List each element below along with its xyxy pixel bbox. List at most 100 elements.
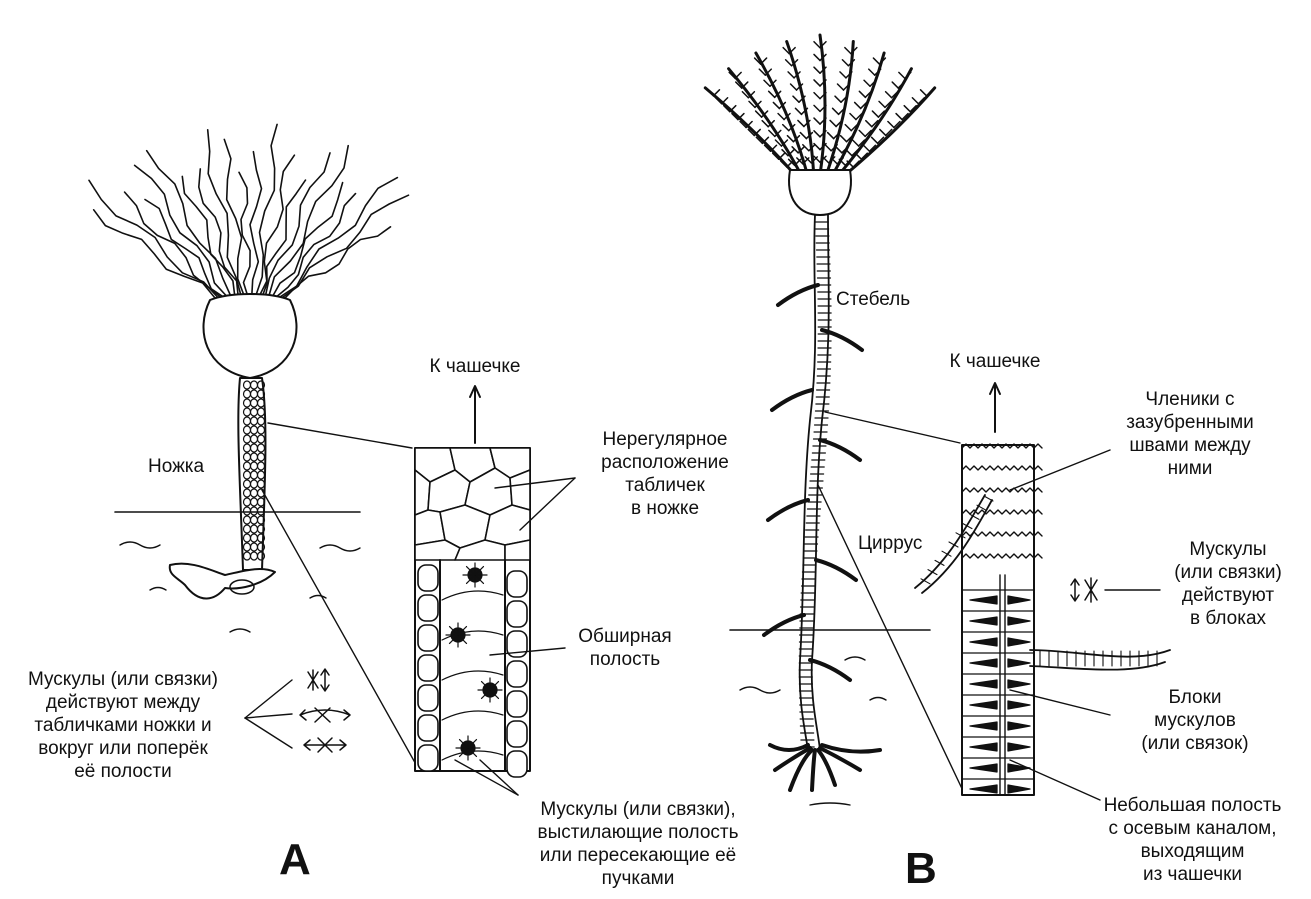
pinnule — [773, 102, 779, 108]
pinnule — [814, 144, 820, 150]
side-plate — [507, 571, 527, 597]
pinnule — [855, 153, 861, 159]
pinnule — [912, 98, 918, 104]
root — [812, 750, 815, 790]
pinnule — [798, 120, 804, 126]
muscles-blocks-label: Мускулы (или связки) действуют в блоках — [1148, 538, 1308, 630]
arm — [826, 42, 853, 176]
to-calyx-label-a: К чашечке — [405, 355, 545, 378]
stem-label-b: Стебель — [836, 288, 910, 311]
pinnule — [837, 84, 843, 90]
pinnule — [814, 118, 820, 124]
side-plate — [507, 691, 527, 717]
side-plate — [507, 601, 527, 627]
pinnule — [836, 147, 842, 153]
muscle-symbols-b — [1071, 578, 1097, 602]
pinnule — [783, 125, 789, 131]
side-plate — [507, 661, 527, 687]
segments-label: Членики с зазубренными швами между ними — [1100, 388, 1280, 480]
side-plate — [418, 595, 438, 621]
cirrus — [768, 500, 808, 520]
side-plate — [418, 715, 438, 741]
tentacles-a — [89, 124, 409, 298]
irregular-plates-label: Нерегулярное расположение табличек в нож… — [575, 428, 755, 520]
detail-cirrus-lower-b — [1030, 650, 1170, 670]
pinnule — [795, 108, 801, 114]
pinnule — [845, 48, 851, 54]
pinnule — [866, 121, 872, 127]
muscle-blocks-label: Блоки мускулов (или связок) — [1115, 686, 1275, 755]
root — [770, 745, 808, 750]
pinnule — [814, 131, 820, 137]
side-plate — [418, 625, 438, 651]
pinnule — [846, 150, 852, 156]
arrow-to-calyx-b — [990, 383, 1000, 432]
pinnule — [814, 54, 820, 60]
pinnule — [788, 72, 794, 78]
pinnule — [873, 58, 879, 64]
pinnule — [850, 114, 856, 120]
muscles-lining-label: Мускулы (или связки), выстилающие полост… — [508, 798, 768, 890]
pinnule — [764, 80, 770, 86]
pinnule — [896, 114, 902, 120]
tentacle — [278, 178, 397, 298]
arrow-to-calyx-a — [470, 386, 480, 443]
pinnule — [886, 92, 892, 98]
calyx-b — [789, 170, 851, 215]
pinnule — [830, 120, 836, 126]
pinnule — [793, 96, 799, 102]
pinnule — [853, 140, 859, 146]
pinnule — [842, 60, 848, 66]
calyx-a — [203, 294, 296, 378]
pinnule — [840, 72, 846, 78]
root — [822, 745, 880, 752]
pinnule — [888, 121, 894, 127]
pinnule — [828, 133, 834, 139]
pinnule — [880, 129, 886, 135]
stalk-label-a: Ножка — [148, 455, 204, 478]
cirrus — [820, 440, 860, 460]
pinnule — [845, 125, 851, 131]
organism-b — [705, 35, 934, 790]
zoom-line-a-bottom — [262, 490, 418, 768]
pinnule — [879, 101, 885, 107]
cirrus — [772, 390, 812, 410]
pinnule — [769, 91, 775, 97]
cirrus — [816, 560, 856, 580]
pinnule — [814, 67, 820, 73]
roots-b — [770, 745, 880, 790]
pinnule — [825, 145, 831, 151]
pinnule — [791, 84, 797, 90]
pinnule — [863, 145, 869, 151]
muscles-between-label: Мускулы (или связки) действуют между таб… — [2, 668, 244, 783]
pinnule — [823, 157, 829, 163]
tentacle — [268, 146, 348, 298]
panel-letter-a: A — [279, 836, 311, 884]
pinnule — [872, 111, 878, 117]
pinnule — [833, 108, 839, 114]
pinnule — [814, 93, 820, 99]
pinnule — [713, 90, 719, 96]
pinnule — [869, 69, 875, 75]
to-calyx-label-b: К чашечке — [925, 350, 1065, 373]
tentacle — [199, 169, 239, 298]
holdfast-a — [170, 564, 275, 599]
small-cavity-label: Небольшая полость с осевым каналом, выхо… — [1080, 794, 1305, 886]
organism-a — [89, 124, 409, 598]
pinnule — [814, 80, 820, 86]
side-plate — [507, 751, 527, 777]
zoom-line-b-top — [825, 412, 960, 443]
arms-b — [705, 35, 934, 175]
side-plate — [418, 745, 438, 771]
cirrus — [764, 615, 804, 635]
pinnule — [859, 130, 865, 136]
detail-plates-a — [415, 448, 530, 560]
pinnule — [872, 137, 878, 143]
detail-cirrus-lower-rings-b — [1040, 651, 1157, 666]
pinnule — [786, 60, 792, 66]
pinnule — [787, 136, 793, 142]
pinnule — [841, 136, 847, 142]
panel-letter-b: B — [905, 845, 937, 893]
cirrus — [810, 660, 850, 680]
pinnule — [855, 102, 861, 108]
